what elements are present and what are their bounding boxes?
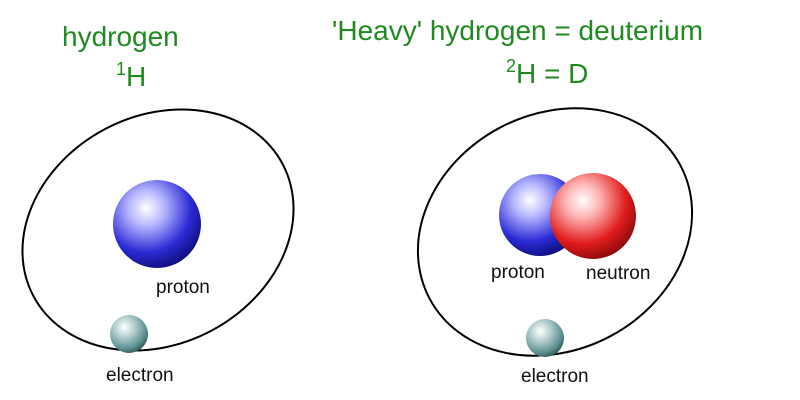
hydrogen-symbol: 1H (116, 60, 147, 92)
hydrogen-electron-label: electron (106, 365, 174, 386)
deuterium-electron-label: electron (521, 366, 589, 387)
deuterium-symbol-text: H = D (516, 58, 589, 89)
hydrogen-symbol-letter: H (126, 61, 147, 92)
deuterium-proton-label: proton (491, 262, 545, 283)
deuterium-mass-number: 2 (506, 56, 517, 76)
deuterium-symbol: 2H = D (506, 57, 589, 89)
hydrogen-electron (110, 315, 148, 353)
deuterium-neutron (550, 173, 636, 259)
hydrogen-title: hydrogen (62, 21, 179, 52)
deuterium-title: 'Heavy' hydrogen = deuterium (332, 15, 704, 46)
hydrogen-orbit (21, 108, 295, 352)
deuterium-neutron-label: neutron (586, 263, 651, 284)
deuterium-electron (526, 319, 564, 357)
hydrogen-mass-number: 1 (116, 59, 127, 79)
hydrogen-proton (113, 180, 201, 268)
hydrogen-proton-label: proton (156, 277, 210, 298)
deuterium-orbit (416, 107, 694, 357)
